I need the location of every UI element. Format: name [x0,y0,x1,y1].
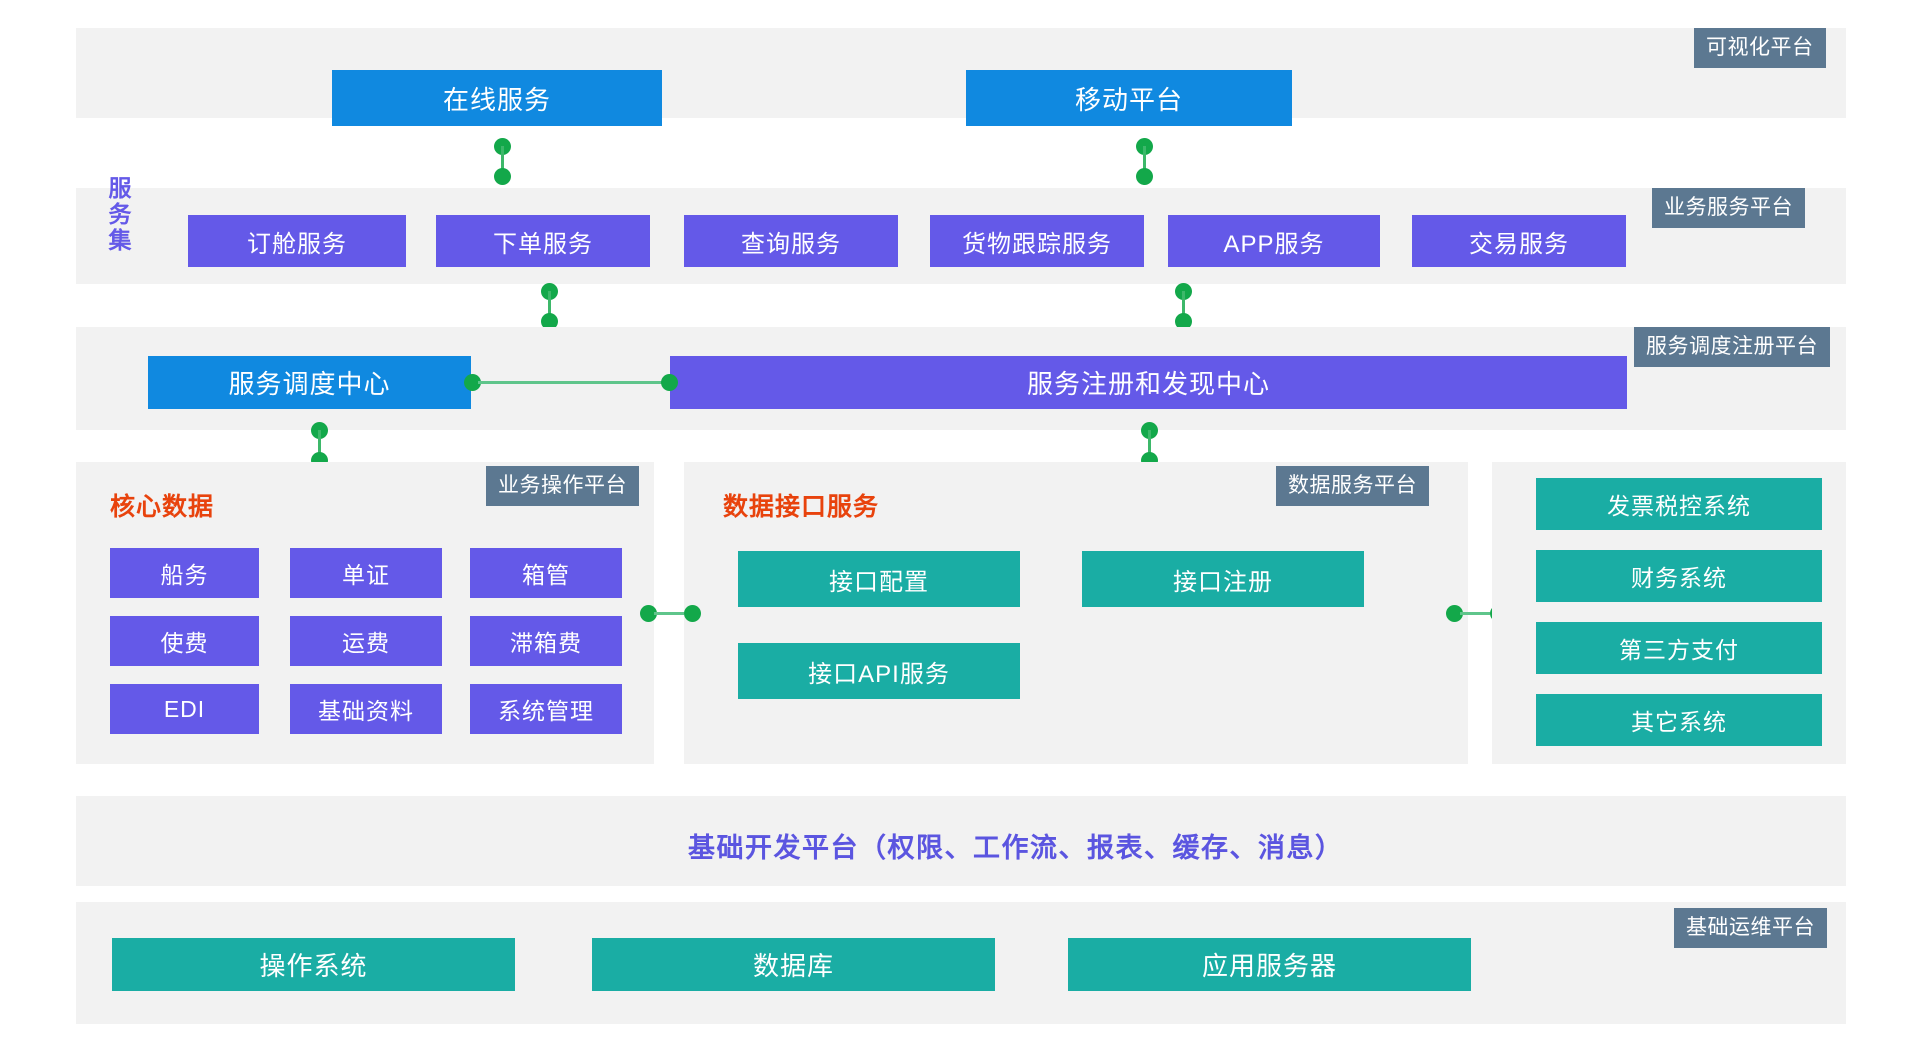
connector-dot-scheduling-right [464,374,481,391]
box-interface-registration[interactable]: 接口注册 [1082,551,1364,607]
box-app-service[interactable]: APP服务 [1168,215,1380,267]
connector-dot-order-service-bottom [541,313,558,330]
tag-business-service-platform: 业务服务平台 [1652,188,1805,228]
connector-line-scheduling-registry [478,381,668,384]
tag-visualization-platform: 可视化平台 [1694,28,1826,68]
box-mobile-platform[interactable]: 移动平台 [966,70,1292,126]
box-usage-fee[interactable]: 使费 [110,616,259,666]
box-finance-system[interactable]: 财务系统 [1536,550,1822,602]
connector-dot-data-service-right [1446,605,1463,622]
box-transaction-service[interactable]: 交易服务 [1412,215,1626,267]
service-set-label: 服务集 [108,175,132,253]
box-booking-service[interactable]: 订舱服务 [188,215,406,267]
box-order-service[interactable]: 下单服务 [436,215,650,267]
tag-ops-platform: 基础运维平台 [1674,908,1827,948]
connector-dot-data-service-left [684,605,701,622]
connector-dot-online-service-bottom [494,168,511,185]
connector-dot-app-service-bottom [1175,313,1192,330]
connector-line-core-to-data-service [654,612,684,615]
box-basic-data[interactable]: 基础资料 [290,684,442,734]
data-interface-service-heading: 数据接口服务 [723,493,880,521]
box-container-management[interactable]: 箱管 [470,548,622,598]
box-system-management[interactable]: 系统管理 [470,684,622,734]
dev-platform-title: 基础开发平台（权限、工作流、报表、缓存、消息） [688,833,1344,863]
box-operating-system[interactable]: 操作系统 [112,938,515,991]
box-service-scheduling-center[interactable]: 服务调度中心 [148,356,471,409]
connector-dot-core-data-right [640,605,657,622]
connector-line-app-service [1182,291,1185,317]
box-application-server[interactable]: 应用服务器 [1068,938,1471,991]
box-other-system[interactable]: 其它系统 [1536,694,1822,746]
box-query-service[interactable]: 查询服务 [684,215,898,267]
box-shipping-affairs[interactable]: 船务 [110,548,259,598]
box-interface-config[interactable]: 接口配置 [738,551,1020,607]
connector-dot-registry-left [661,374,678,391]
core-data-heading: 核心数据 [110,493,215,521]
box-database[interactable]: 数据库 [592,938,995,991]
box-third-party-payment[interactable]: 第三方支付 [1536,622,1822,674]
connector-line-mobile-platform [1143,146,1146,172]
tag-scheduling-registry-platform: 服务调度注册平台 [1634,327,1830,367]
box-invoice-tax-system[interactable]: 发票税控系统 [1536,478,1822,530]
box-documents[interactable]: 单证 [290,548,442,598]
tag-business-operation-platform: 业务操作平台 [486,466,639,506]
tag-data-service-platform: 数据服务平台 [1276,466,1429,506]
box-edi[interactable]: EDI [110,684,259,734]
connector-line-order-service [548,291,551,317]
connector-line-data-service-to-external [1460,612,1490,615]
box-online-service[interactable]: 在线服务 [332,70,662,126]
connector-line-scheduling-center-down [318,430,321,456]
box-service-registry-discovery-center[interactable]: 服务注册和发现中心 [670,356,1627,409]
box-interface-api-service[interactable]: 接口API服务 [738,643,1020,699]
box-cargo-tracking-service[interactable]: 货物跟踪服务 [930,215,1144,267]
data-service-panel [684,462,1468,764]
connector-dot-mobile-platform-bottom [1136,168,1153,185]
box-freight-fee[interactable]: 运费 [290,616,442,666]
dev-platform-band [76,796,1846,886]
connector-line-registry-down [1148,430,1151,456]
connector-line-online-service [501,146,504,172]
box-demurrage-fee[interactable]: 滞箱费 [470,616,622,666]
